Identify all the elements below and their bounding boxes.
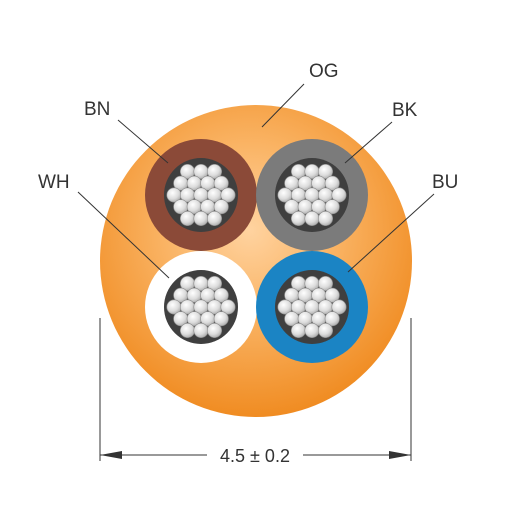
conductor-strand [290,322,306,338]
conductor-strand [331,187,347,203]
conductor-strand [193,322,209,338]
strand-bundle-black [275,158,349,232]
leader-bu [347,193,435,273]
dimension-label: 4.5 ± 0.2 [220,446,290,466]
dimension-arrow-left [100,451,122,459]
label-bu: BU [432,172,458,193]
core-brown [145,139,257,251]
conductor-strand [324,311,340,327]
leader-og [261,83,305,128]
label-bn: BN [84,99,110,120]
strand-bundle-brown [164,158,238,232]
conductor-strand [180,210,196,226]
conductor-strand [317,210,333,226]
conductor-strand [324,287,340,303]
conductor-strand [207,210,223,226]
conductor-strand [207,276,223,292]
conductor-strand [207,164,223,180]
label-bk: BK [392,100,418,121]
conductor-strand [304,322,320,338]
strand-bundle-white [164,270,238,344]
label-og: OG [309,61,339,82]
conductor-strand [207,322,223,338]
conductor-strand [324,199,340,215]
conductor-strand [331,299,347,315]
conductor-strand [290,210,306,226]
conductor-strand [213,287,229,303]
leader-bk [344,121,393,164]
conductor-strand [213,199,229,215]
core-black [256,139,368,251]
conductor-strand [304,210,320,226]
core-white [145,251,257,363]
conductor-strand [317,164,333,180]
conductor-strand [317,322,333,338]
jacket-sheath [100,105,412,417]
core-blue [256,251,368,363]
conductor-strand [193,210,209,226]
conductor-strand [180,322,196,338]
conductor-strand [317,276,333,292]
conductor-strand [324,175,340,191]
leader-wh [77,191,170,279]
conductor-strand [213,311,229,327]
conductor-strand [220,187,236,203]
conductor-strand [220,299,236,315]
strand-bundle-blue [275,270,349,344]
conductor-strand [213,175,229,191]
leader-bn [117,119,169,164]
dimension-arrow-right [389,451,411,459]
label-wh: WH [38,172,70,193]
